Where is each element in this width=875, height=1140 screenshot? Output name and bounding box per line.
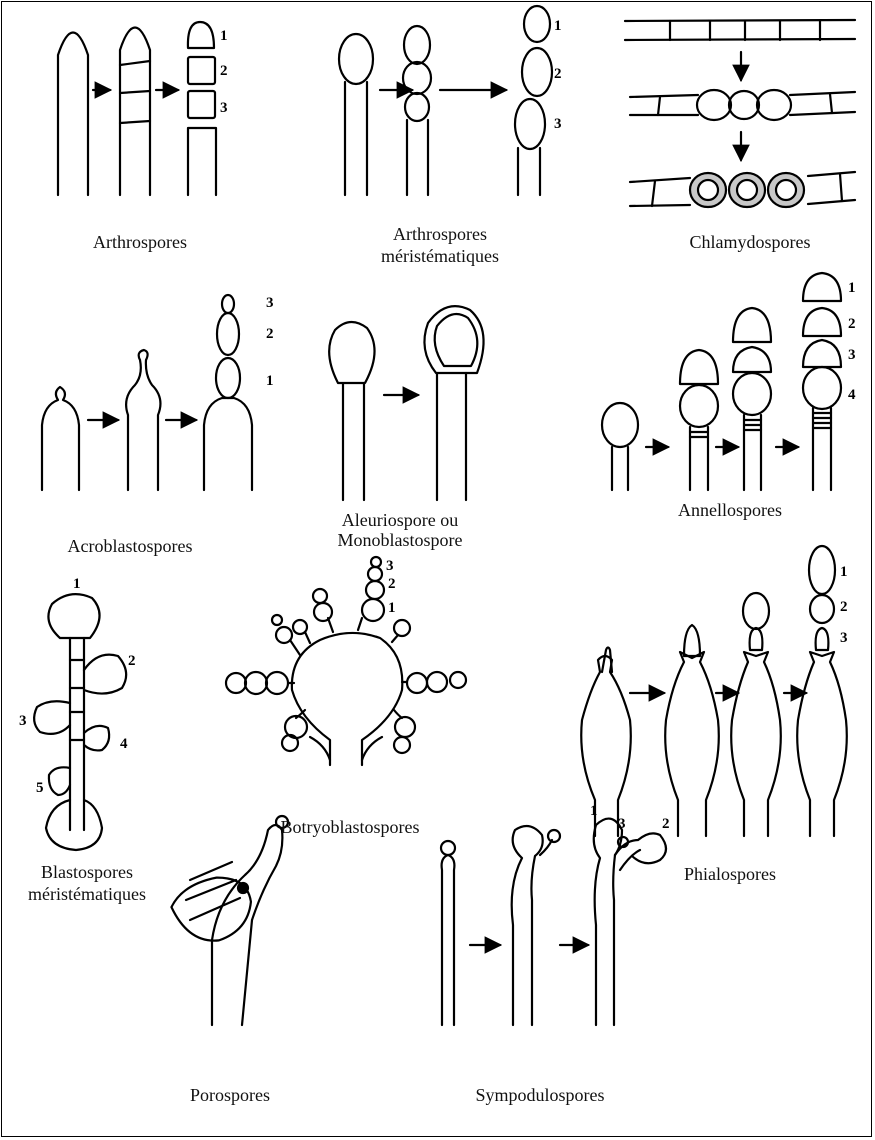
number-2: 2 [554,66,562,82]
number-1: 1 [73,576,81,592]
chlamydospores-figure [625,20,855,207]
blastospores-meristematiques-figure: 1 2 3 4 5 [19,576,136,850]
number-3: 3 [554,116,562,132]
number-3: 3 [19,713,27,729]
label-sympodulospores: Sympodulospores [440,1085,640,1106]
label-acroblastospores: Acroblastospores [40,536,220,557]
number-1: 1 [840,564,848,580]
label-arthrospores: Arthrospores [70,232,210,253]
number-3: 3 [386,558,394,574]
label-annellospores: Annellospores [650,500,810,521]
number-2: 2 [662,816,670,832]
label-blastospores-meristematiques-line1: Blastospores [2,862,172,883]
porospores-figure [165,816,288,1025]
annellospores-figure: 1 2 3 4 [602,273,856,490]
arthrospores-meristematiques-figure: 1 2 3 [339,6,562,195]
number-4: 4 [848,387,856,403]
label-arthrospores-meristematiques-line2: méristématiques [360,246,520,267]
number-4: 4 [120,736,128,752]
number-2: 2 [266,326,274,342]
label-chlamydospores: Chlamydospores [670,232,830,253]
number-3: 3 [220,100,228,116]
sympodulospores-figure: 1 3 2 [441,803,670,1025]
label-blastospores-meristematiques-line2: méristématiques [2,884,172,905]
number-2: 2 [848,316,856,332]
number-1: 1 [848,280,856,296]
phialospores-figure: 1 2 3 [581,546,847,836]
number-3: 3 [266,295,274,311]
acroblastospores-figure: 3 2 1 [42,295,274,490]
number-5: 5 [36,780,44,796]
number-1: 1 [388,600,396,616]
aleuriospore-figure [329,306,483,500]
label-porospores: Porospores [160,1085,300,1106]
label-arthrospores-meristematiques-line1: Arthrospores [360,224,520,245]
label-aleuriospore-line1: Aleuriospore ou [310,510,490,531]
number-2: 2 [220,63,228,79]
botryoblastospores-figure: 3 2 1 [226,557,466,765]
number-3: 3 [840,630,848,646]
label-botryoblastospores: Botryoblastospores [250,817,450,838]
number-3: 3 [618,816,626,832]
number-3: 3 [848,347,856,363]
number-2: 2 [840,599,848,615]
number-1: 1 [220,28,228,44]
label-phialospores: Phialospores [650,864,810,885]
number-1: 1 [590,803,598,819]
arthrospores-figure: 1 2 3 [58,22,228,195]
label-aleuriospore-line2: Monoblastospore [310,530,490,551]
number-1: 1 [266,373,274,389]
number-2: 2 [128,653,136,669]
number-1: 1 [554,18,562,34]
number-2: 2 [388,576,396,592]
